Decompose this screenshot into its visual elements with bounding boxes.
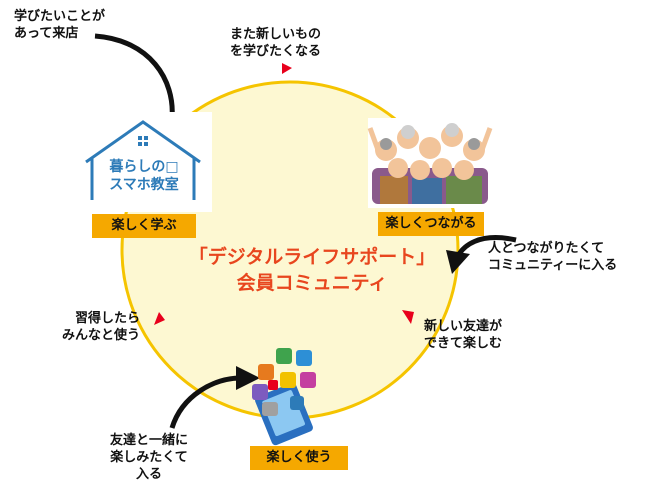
- smartphone-apps-icon: [252, 348, 316, 446]
- cycle-arrowhead-icon: [154, 312, 165, 325]
- label-learn-more: また新しいもの を学びたくなる: [230, 27, 322, 59]
- curved-black-arrow-icon: [236, 366, 260, 390]
- label-new-friends: 新しい友達が できて楽しむ: [424, 319, 503, 351]
- house-logo-icon: [85, 120, 201, 200]
- curved-black-arrow-icon: [169, 375, 241, 429]
- people-group-icon: [367, 123, 493, 204]
- curved-black-arrow-icon: [446, 250, 470, 274]
- label-enjoy-with-friends: 友達と一緒に 楽しみたくて 入る: [110, 433, 189, 482]
- label-want-to-learn: 学びたいことが あって来店: [14, 9, 106, 41]
- label-join-community: 人とつながりたくて コミュニティーに入る: [488, 241, 618, 273]
- label-use-with-everyone: 習得したら みんなと使う: [62, 311, 141, 343]
- center-title: 「デジタルライフサポート」 会員コミュニティ: [162, 244, 462, 296]
- curved-black-arrow-icon: [94, 33, 175, 119]
- tag-connect: 楽しくつながる: [378, 212, 484, 236]
- house-logo: 暮らしの□ スマホ教室: [78, 116, 210, 208]
- cycle-arrowhead-icon: [402, 310, 414, 324]
- logo-text: 暮らしの□ スマホ教室: [109, 159, 179, 193]
- tag-learn: 楽しく学ぶ: [92, 214, 196, 238]
- center-title-line2: 会員コミュニティ: [236, 272, 388, 294]
- cycle-arrowhead-icon: [282, 63, 292, 74]
- center-title-line1: 「デジタルライフサポート」: [188, 246, 436, 268]
- learn-panel: [76, 112, 212, 212]
- tag-use: 楽しく使う: [250, 446, 348, 470]
